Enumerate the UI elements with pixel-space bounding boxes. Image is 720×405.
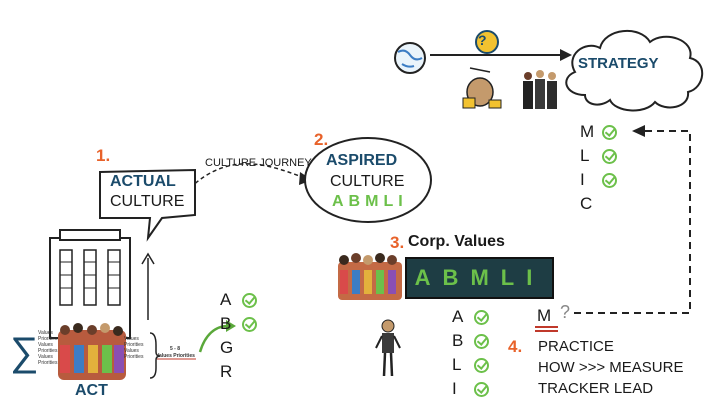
values-line: Values Priorities (124, 336, 144, 348)
standing-person (375, 319, 401, 377)
actual-bubble (99, 168, 196, 242)
check-icon (242, 292, 257, 308)
check-icon (602, 148, 617, 164)
corp-crowd (338, 253, 402, 300)
check-icon (474, 381, 489, 397)
values-list-left: Values Priorities Values Priorities Valu… (38, 330, 62, 366)
money-bag-icon (462, 67, 502, 109)
act-letter: G (220, 338, 234, 357)
corp-banner-text: ABMLI (414, 265, 545, 290)
values-bracket (149, 332, 161, 379)
act-letter: B (220, 314, 232, 333)
check-icon (602, 124, 617, 140)
check-icon (242, 316, 257, 332)
measure-line: PRACTICE (538, 338, 614, 355)
strategy-letters: M L I C (580, 120, 617, 216)
corp-letter: L (452, 355, 462, 374)
actual-subtitle: CULTURE (110, 193, 185, 210)
corp-letter: I (452, 379, 457, 398)
journey-label: CULTURE JOURNEY (205, 157, 312, 169)
aspired-code: ABMLI (332, 193, 408, 210)
values-line: Values Priorities (38, 354, 58, 366)
check-icon (474, 333, 489, 349)
actual-title: ACTUAL (110, 173, 176, 190)
corp-letter: A (452, 307, 464, 326)
corp-letter: B (452, 331, 464, 350)
measure-letter: M (537, 306, 552, 325)
values-range: 5 - 8 (170, 346, 181, 352)
act-letter: A (220, 290, 232, 309)
aspired-oval (304, 137, 432, 223)
check-icon (474, 357, 489, 373)
green-arrow-line (198, 324, 229, 353)
question-bubble-icon (475, 30, 499, 54)
sigma-symbol: ∑ (10, 330, 39, 374)
strategy-letter: M (580, 122, 595, 141)
up-arrow-head (141, 252, 155, 265)
act-crowd (58, 323, 126, 380)
globe-icon (394, 42, 426, 74)
corp-number: 3. (390, 233, 405, 252)
strategy-letter: L (580, 146, 590, 165)
business-people-icon (523, 70, 557, 109)
values-line: Values Priorities (38, 330, 58, 342)
aspired-subtitle: CULTURE (330, 173, 405, 190)
aspired-number: 2. (314, 130, 329, 149)
dashed-feedback-line (574, 130, 691, 314)
values-list-right: Values Priorities Values Priorities (124, 336, 150, 360)
strategy-arrow-head (560, 49, 572, 61)
actual-number: 1. (96, 146, 111, 165)
values-line: Values Priorities (38, 342, 58, 354)
values-line: Values Priorities (124, 348, 144, 360)
corp-banner: ABMLI (405, 257, 554, 299)
green-arrow-head (226, 320, 236, 332)
strategy-letter: C (580, 194, 593, 213)
act-letter: R (220, 362, 233, 381)
measure-number: 4. (508, 337, 523, 356)
strategy-cloud (565, 29, 704, 112)
measure-line: TRACKER LEAD (538, 380, 654, 397)
measure-question: ? (560, 302, 571, 322)
act-letters: A B G R (220, 288, 257, 384)
dashed-arrow-head (632, 125, 645, 137)
check-icon (602, 172, 617, 188)
question-mark: ? (478, 32, 487, 48)
measure-lines: PRACTICE HOW >>> MEASURE TRACKER LEAD (538, 336, 683, 399)
journey-curve (189, 163, 306, 189)
corp-title: Corp. Values (408, 233, 505, 250)
strategy-label: STRATEGY (578, 55, 659, 72)
values-priorities-label: Values Priorities (156, 353, 195, 359)
office-building (49, 229, 131, 339)
strategy-letter: I (580, 170, 585, 189)
aspired-title: ASPIRED (326, 152, 398, 169)
corp-letters: A B L I (452, 305, 489, 401)
check-icon (474, 309, 489, 325)
act-label: ACT (75, 382, 108, 399)
measure-line: HOW >>> MEASURE (538, 359, 684, 376)
